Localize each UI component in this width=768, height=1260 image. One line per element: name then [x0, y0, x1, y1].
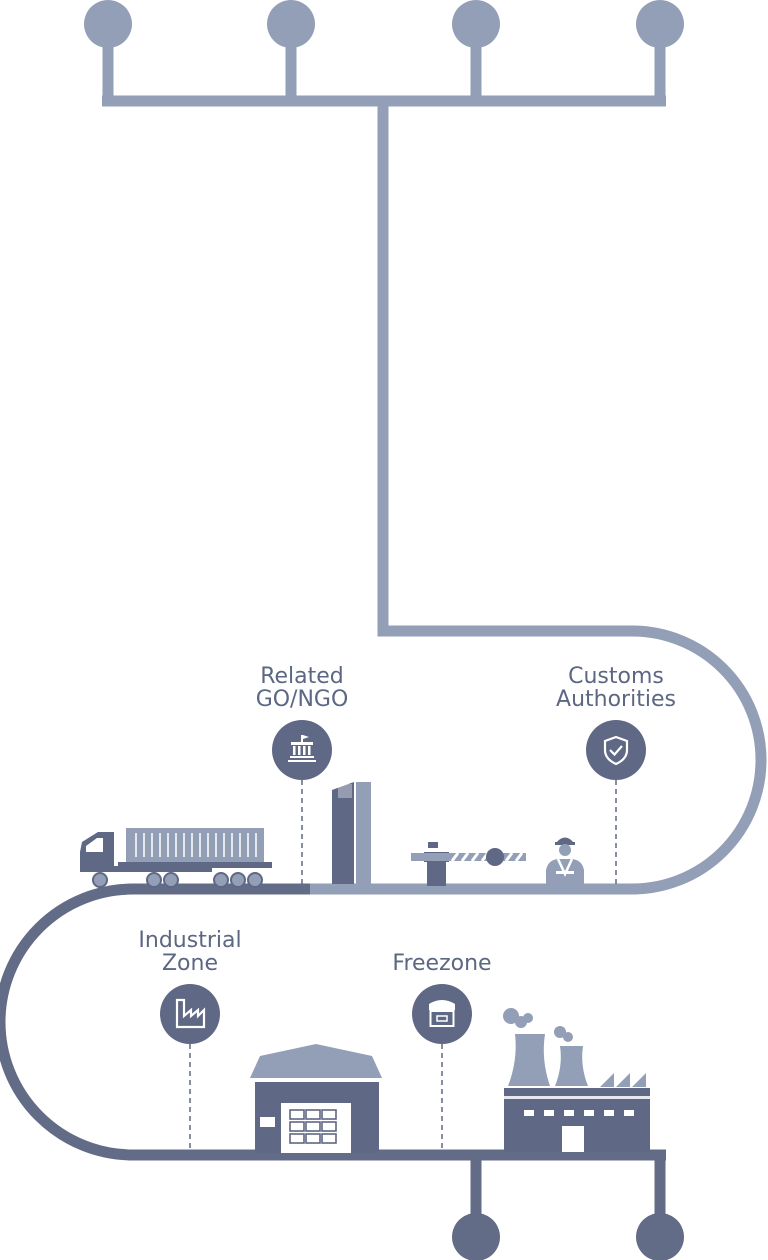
- factory-icon: [160, 984, 220, 1044]
- bottom-connector: [470, 1155, 666, 1236]
- storefront-icon: [412, 984, 472, 1044]
- related-go-ngo-label-line-1: Related: [260, 664, 344, 689]
- power-plant-factory-icon: [503, 1008, 650, 1152]
- container-truck-icon: [80, 828, 272, 888]
- port-gate-icon: [332, 782, 371, 884]
- related-go-ngo-label-line-2: GO/NGO: [255, 687, 349, 712]
- freezone-label-line-2: Freezone: [392, 951, 492, 976]
- customs-authorities-label-line-1: Customs: [568, 664, 664, 689]
- bottom-node-2: [636, 1213, 684, 1260]
- top-connector: [102, 25, 666, 107]
- industrial-zone-label-line-2: Zone: [161, 951, 218, 976]
- freezone-label-line-1: [372, 929, 512, 952]
- shield-check-icon: [586, 720, 646, 780]
- freezone-label: Freezone: [372, 929, 512, 975]
- bottom-node-1: [452, 1213, 500, 1260]
- barrier-gate-icon: [411, 842, 526, 886]
- top-node-2: [267, 0, 315, 48]
- top-node-1: [84, 0, 132, 48]
- road-upper: [300, 101, 767, 895]
- warehouse-icon: [250, 1044, 382, 1153]
- top-node-4: [636, 0, 684, 48]
- top-node-3: [452, 0, 500, 48]
- customs-officer-icon: [546, 837, 584, 886]
- industrial-zone-label-line-1: Industrial: [138, 928, 242, 953]
- industrial-zone-label: Industrial Zone: [115, 929, 265, 975]
- customs-authorities-label-line-2: Authorities: [556, 687, 676, 712]
- customs-authorities-label: Customs Authorities: [536, 665, 696, 711]
- road-lower: [0, 883, 666, 1161]
- government-building-icon: [272, 720, 332, 780]
- related-go-ngo-label: Related GO/NGO: [232, 665, 372, 711]
